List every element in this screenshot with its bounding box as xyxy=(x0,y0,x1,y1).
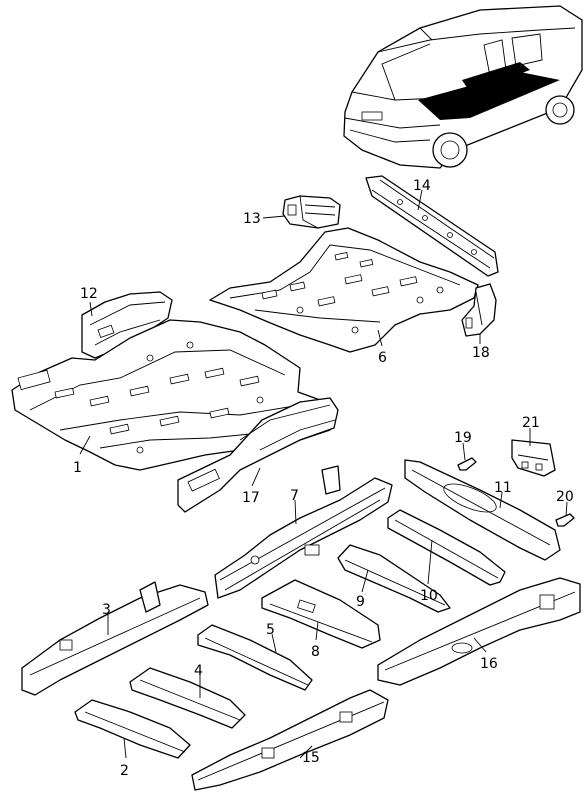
callout-14: 14 xyxy=(413,178,431,194)
part-9-member xyxy=(337,544,451,613)
callout-15: 15 xyxy=(302,750,320,766)
callout-6: 6 xyxy=(378,350,387,366)
callout-5: 5 xyxy=(266,622,275,638)
callout-13: 13 xyxy=(243,211,261,227)
part-8-member xyxy=(261,579,381,649)
callout-1: 1 xyxy=(73,460,82,476)
callout-labels: 12 1 13 14 6 18 17 7 19 21 11 20 10 9 5 … xyxy=(73,178,574,779)
part-7-center-member xyxy=(214,465,393,599)
callout-2: 2 xyxy=(120,763,129,779)
callout-21: 21 xyxy=(522,415,540,431)
part-13-bracket xyxy=(282,195,341,229)
callout-4: 4 xyxy=(194,663,203,679)
callout-11: 11 xyxy=(494,480,512,496)
callout-8: 8 xyxy=(311,644,320,660)
vehicle-illustration xyxy=(343,5,583,169)
callout-10: 10 xyxy=(420,588,438,604)
callout-16: 16 xyxy=(480,656,498,672)
part-14-rear-cross-member xyxy=(365,175,499,277)
part-10-member xyxy=(387,509,506,586)
callout-7: 7 xyxy=(290,488,299,504)
part-12-front-side-reinforcement xyxy=(81,291,173,359)
part-19-small-bracket xyxy=(457,457,477,471)
callout-3: 3 xyxy=(102,602,111,618)
part-2-member xyxy=(74,699,191,759)
part-21-bracket xyxy=(511,439,556,477)
part-3-front-side-member xyxy=(21,581,209,696)
part-6-rear-floor-panel xyxy=(209,227,479,353)
part-5-member xyxy=(197,624,313,691)
callout-18: 18 xyxy=(472,345,490,361)
callout-17: 17 xyxy=(242,490,260,506)
callout-9: 9 xyxy=(356,594,365,610)
part-11-rear-cross-member xyxy=(404,459,561,561)
callout-12: 12 xyxy=(80,286,98,302)
leader-lines xyxy=(79,189,568,759)
part-16-rear-side-member xyxy=(377,577,581,686)
part-1-front-floor-panel xyxy=(11,319,336,471)
part-15-cross-member xyxy=(191,689,389,791)
part-4-member xyxy=(129,667,246,729)
callout-20: 20 xyxy=(556,489,574,505)
part-20-small-bracket xyxy=(555,513,575,527)
part-17-side-reinforcement xyxy=(177,397,339,513)
callout-19: 19 xyxy=(454,430,472,446)
